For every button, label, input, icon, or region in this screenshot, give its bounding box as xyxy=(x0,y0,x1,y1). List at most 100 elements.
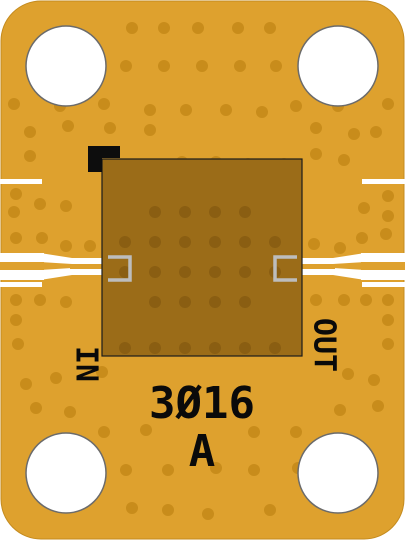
ground-via xyxy=(10,314,22,326)
ground-via xyxy=(120,464,132,476)
thermal-via xyxy=(209,342,221,354)
ground-via xyxy=(158,22,170,34)
ground-via xyxy=(338,294,350,306)
chip-package xyxy=(101,158,303,357)
ground-via xyxy=(232,22,244,34)
thermal-via xyxy=(149,296,161,308)
ground-via xyxy=(264,504,276,516)
ground-via xyxy=(368,374,380,386)
ground-via xyxy=(180,104,192,116)
ground-via xyxy=(382,190,394,202)
mounting-hole-top-right xyxy=(297,25,379,107)
ground-via xyxy=(310,148,322,160)
ground-via xyxy=(334,404,346,416)
ground-via xyxy=(356,232,368,244)
thermal-via xyxy=(119,342,131,354)
ground-via xyxy=(24,150,36,162)
ground-via xyxy=(34,198,46,210)
ground-via xyxy=(342,368,354,380)
ground-via xyxy=(234,60,246,72)
ground-via xyxy=(10,232,22,244)
ground-via xyxy=(98,98,110,110)
thermal-via xyxy=(269,342,281,354)
thermal-via xyxy=(179,342,191,354)
thermal-via xyxy=(149,266,161,278)
ground-via xyxy=(310,122,322,134)
ground-via xyxy=(248,426,260,438)
ground-via xyxy=(12,338,24,350)
thermal-via xyxy=(179,266,191,278)
ground-via xyxy=(34,294,46,306)
ground-via xyxy=(210,462,222,474)
left-edge-gap-upper xyxy=(0,179,42,184)
ground-via xyxy=(50,372,62,384)
ground-via xyxy=(96,366,108,378)
thermal-via xyxy=(209,206,221,218)
ground-via xyxy=(348,128,360,140)
output-bond-pad xyxy=(273,255,297,282)
ground-via xyxy=(360,294,372,306)
pin1-marker-tab xyxy=(88,146,102,172)
ground-via xyxy=(60,296,72,308)
ground-via xyxy=(140,424,152,436)
input-feed-line xyxy=(0,253,108,280)
ground-via xyxy=(202,508,214,520)
ground-via xyxy=(382,210,394,222)
ground-via xyxy=(30,402,42,414)
ground-via xyxy=(62,120,74,132)
ground-via xyxy=(10,188,22,200)
right-edge-gap-lower xyxy=(362,282,405,287)
thermal-via xyxy=(179,296,191,308)
ground-via xyxy=(270,60,282,72)
ground-via xyxy=(162,504,174,516)
thermal-via xyxy=(209,296,221,308)
ground-via xyxy=(248,464,260,476)
thermal-via xyxy=(269,236,281,248)
ground-via xyxy=(372,400,384,412)
ground-via xyxy=(120,60,132,72)
thermal-via xyxy=(149,206,161,218)
ground-via xyxy=(256,106,268,118)
thermal-via xyxy=(239,296,251,308)
thermal-via xyxy=(149,342,161,354)
ground-via xyxy=(220,104,232,116)
ground-via xyxy=(196,60,208,72)
thermal-via xyxy=(179,236,191,248)
mounting-hole-top-left xyxy=(25,25,107,107)
thermal-via xyxy=(179,206,191,218)
ground-via xyxy=(24,126,36,138)
ground-via xyxy=(382,98,394,110)
ground-via xyxy=(60,240,72,252)
part-number: 3Ø16 xyxy=(149,378,255,429)
ground-via xyxy=(8,98,20,110)
ground-via xyxy=(36,232,48,244)
thermal-via xyxy=(239,266,251,278)
ground-via xyxy=(370,126,382,138)
ground-via xyxy=(8,206,20,218)
ground-via xyxy=(334,242,346,254)
ground-via xyxy=(338,154,350,166)
thermal-via xyxy=(239,342,251,354)
ground-via xyxy=(10,294,22,306)
mounting-hole-bottom-left xyxy=(25,432,107,514)
ground-via xyxy=(290,426,302,438)
ground-via xyxy=(382,314,394,326)
ground-via xyxy=(382,338,394,350)
ground-via xyxy=(310,294,322,306)
mounting-hole-bottom-right xyxy=(297,432,379,514)
thermal-via xyxy=(119,266,131,278)
ground-via xyxy=(264,22,276,34)
chip-thermal-vias xyxy=(119,206,281,354)
right-edge-gap-upper xyxy=(362,179,405,184)
ground-via xyxy=(158,60,170,72)
ground-via xyxy=(308,238,320,250)
left-edge-gap-lower xyxy=(0,282,42,287)
output-feed-line xyxy=(297,253,405,280)
ground-via xyxy=(358,202,370,214)
ground-vias xyxy=(8,22,394,520)
ground-via xyxy=(84,240,96,252)
ground-via xyxy=(126,502,138,514)
ground-via xyxy=(380,228,392,240)
label-out: OUT xyxy=(307,318,342,372)
